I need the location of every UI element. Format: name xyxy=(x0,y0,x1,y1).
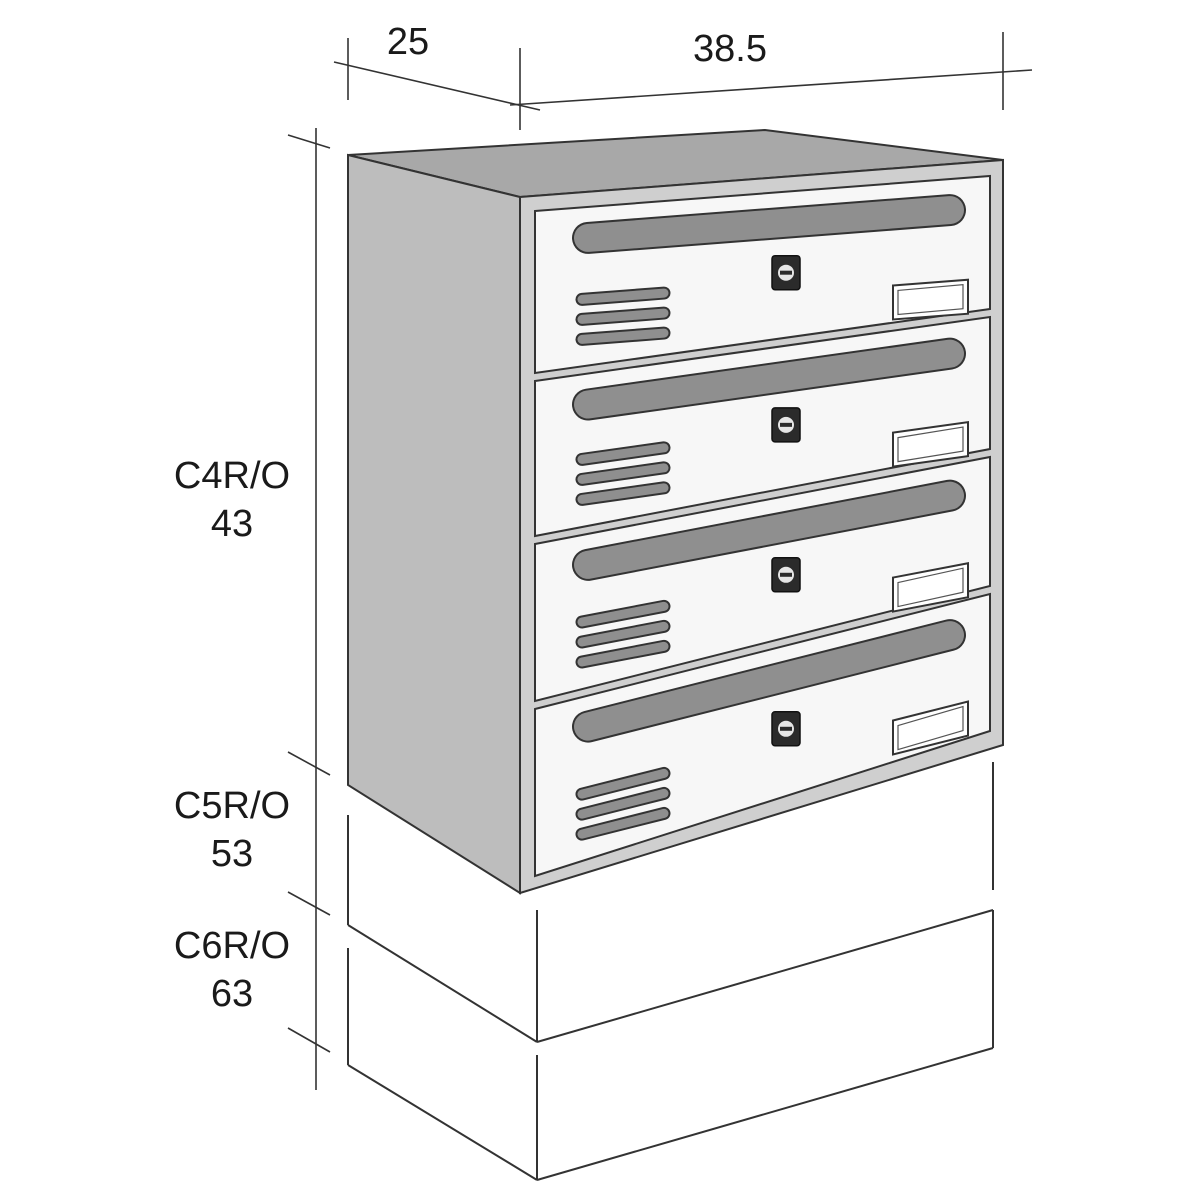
vent-slot xyxy=(577,808,669,839)
vent-slot xyxy=(577,621,669,647)
depth-label: 25 xyxy=(387,21,429,63)
mail-slot xyxy=(574,621,964,741)
mail-slot xyxy=(574,196,964,252)
name-plate-inner xyxy=(897,567,964,608)
dimension-height xyxy=(287,128,331,1090)
height-label-c6: C6R/O 63 xyxy=(174,925,290,1015)
height-model-label: C4R/O xyxy=(174,455,290,497)
dimension-width: 38.5 xyxy=(509,28,1033,110)
vent-slot xyxy=(577,308,669,324)
mailbox-door xyxy=(534,315,991,538)
extension-outline-c6 xyxy=(347,910,994,1181)
mailbox-door xyxy=(534,174,991,375)
vent-slot xyxy=(577,601,669,627)
height-value-label: 43 xyxy=(211,503,253,545)
width-label: 38.5 xyxy=(693,28,767,70)
name-plate xyxy=(892,420,969,468)
name-plate xyxy=(892,700,969,756)
vent-slot xyxy=(577,641,669,667)
cabinet-side xyxy=(347,153,521,895)
vent-slot xyxy=(577,288,669,304)
dimension-depth: 25 xyxy=(333,21,541,130)
name-plate-inner xyxy=(897,426,964,463)
keyhole-slot xyxy=(780,572,792,577)
extension-outline-c5 xyxy=(347,762,994,1043)
vent-slot xyxy=(577,788,669,819)
height-label-c4: C4R/O 43 xyxy=(174,455,290,545)
vent-slot xyxy=(577,328,669,344)
vent-slot xyxy=(577,483,669,504)
height-model-label: C5R/O xyxy=(174,785,290,827)
keyhole-slot xyxy=(780,726,792,731)
keyhole-slot xyxy=(780,270,792,275)
name-plate xyxy=(892,561,969,613)
height-value-label: 53 xyxy=(211,833,253,875)
vent-slot xyxy=(577,443,669,464)
vent-slot xyxy=(577,463,669,484)
mailbox-door xyxy=(534,592,991,878)
mail-slot xyxy=(574,481,964,579)
mailbox-doors xyxy=(534,174,991,878)
mailbox-door xyxy=(534,455,991,703)
name-plate-inner xyxy=(897,284,964,316)
height-value-label: 63 xyxy=(211,973,253,1015)
vent-slot xyxy=(577,768,669,799)
keyhole-slot xyxy=(780,422,792,427)
height-model-label: C6R/O xyxy=(174,925,290,967)
height-label-c5: C5R/O 53 xyxy=(174,785,290,875)
mail-slot xyxy=(574,339,964,419)
name-plate-inner xyxy=(897,705,964,751)
